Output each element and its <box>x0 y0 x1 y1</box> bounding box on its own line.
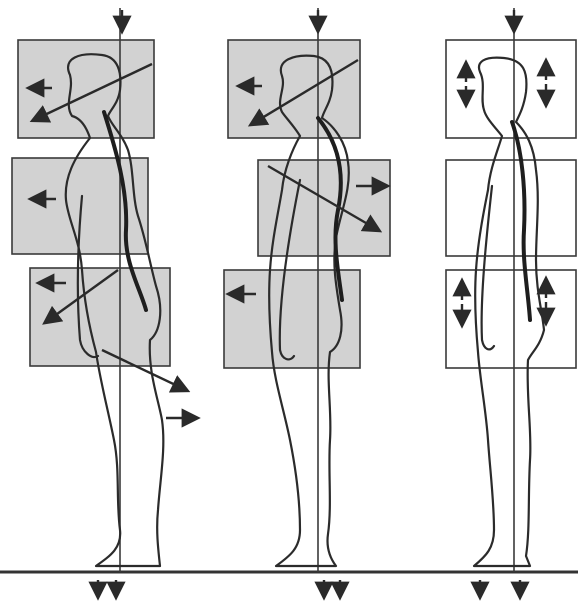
panel-right <box>446 8 576 596</box>
panel-middle <box>224 8 390 596</box>
pelvis-block-right <box>446 270 576 368</box>
panel-left <box>12 8 196 596</box>
torso-block-right <box>446 160 576 256</box>
head-block-middle <box>228 40 360 138</box>
